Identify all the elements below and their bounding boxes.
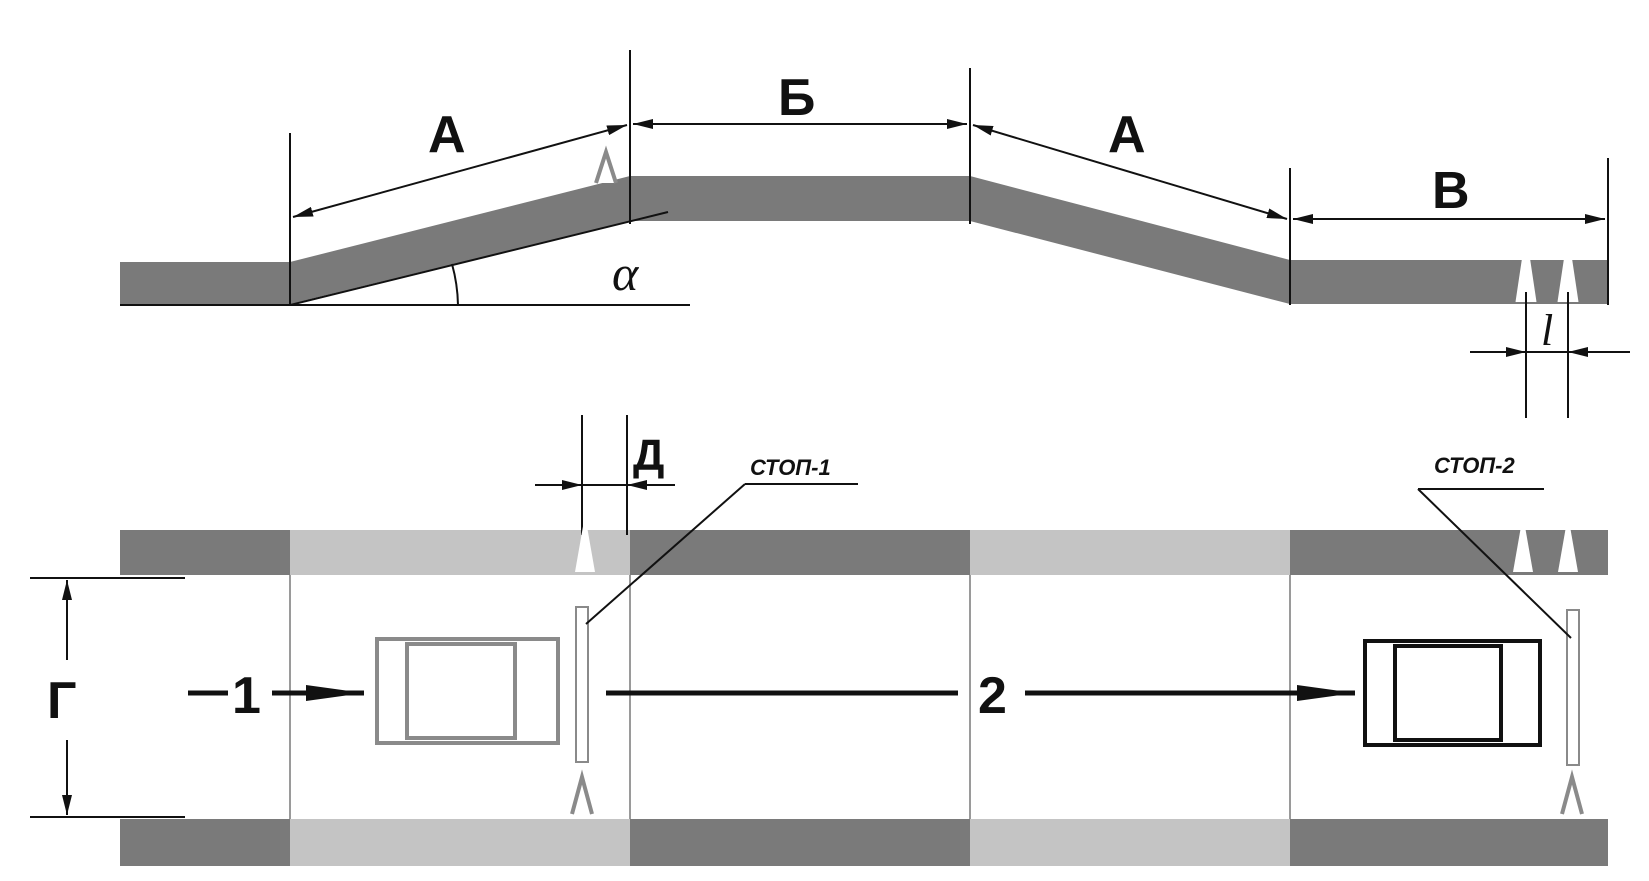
dim-a-right	[972, 124, 1288, 220]
angle-label: α	[612, 245, 640, 301]
exit-road	[1290, 260, 1608, 304]
top-border-platform	[630, 530, 970, 575]
bottom-border-ramp-down	[970, 819, 1290, 866]
dim-d-label: Д	[633, 431, 664, 480]
angle-arc	[451, 263, 459, 306]
slope-reference-line	[289, 211, 669, 306]
ramp-up-surface	[290, 176, 630, 304]
cone-profile-1	[594, 145, 618, 184]
dim-v-label: В	[1432, 162, 1470, 220]
bottom-border-approach	[120, 819, 290, 866]
cone-plan-top-3	[1558, 515, 1578, 572]
position-1-label: 1	[232, 667, 261, 725]
cone-plan-top-1	[575, 515, 595, 572]
top-border-exit	[1290, 530, 1608, 575]
dim-b-label: Б	[778, 69, 815, 127]
ramp-down-surface	[970, 176, 1290, 304]
side-profile-view: α А Б А В l	[120, 50, 1630, 418]
top-border-ramp-down	[970, 530, 1290, 575]
position-2-label: 2	[978, 667, 1007, 725]
approach-road	[120, 262, 290, 304]
stop-2-label: СТОП-2	[1434, 453, 1515, 478]
dim-a-left-label: А	[428, 106, 466, 164]
dim-a-left	[292, 124, 628, 218]
dim-g-label: Г	[47, 672, 76, 730]
plan-view: Г Д СТОП-1 СТОП-2	[30, 415, 1608, 866]
top-border-ramp-up	[290, 530, 630, 575]
stop-line-2	[1566, 609, 1580, 766]
top-platform	[630, 176, 970, 221]
vehicle-start	[375, 637, 560, 745]
stop-1-label: СТОП-1	[750, 455, 831, 480]
dim-l-label: l	[1541, 306, 1553, 355]
stop-line-1	[575, 606, 589, 763]
bottom-border-ramp-up	[290, 819, 630, 866]
vehicle-end	[1363, 639, 1542, 747]
cone-plan-bottom-2	[1560, 769, 1584, 815]
dim-a-right-label: А	[1108, 106, 1146, 164]
bottom-border-exit	[1290, 819, 1608, 866]
cone-profile-3	[1557, 234, 1579, 303]
cone-plan-top-2	[1513, 515, 1533, 572]
top-border-approach	[120, 530, 290, 575]
stop-2-leader	[1417, 488, 1572, 639]
cone-plan-bottom-1	[570, 769, 594, 815]
bottom-border-platform	[630, 819, 970, 866]
cone-profile-2	[1515, 234, 1537, 303]
stop-1-leader	[585, 483, 746, 625]
